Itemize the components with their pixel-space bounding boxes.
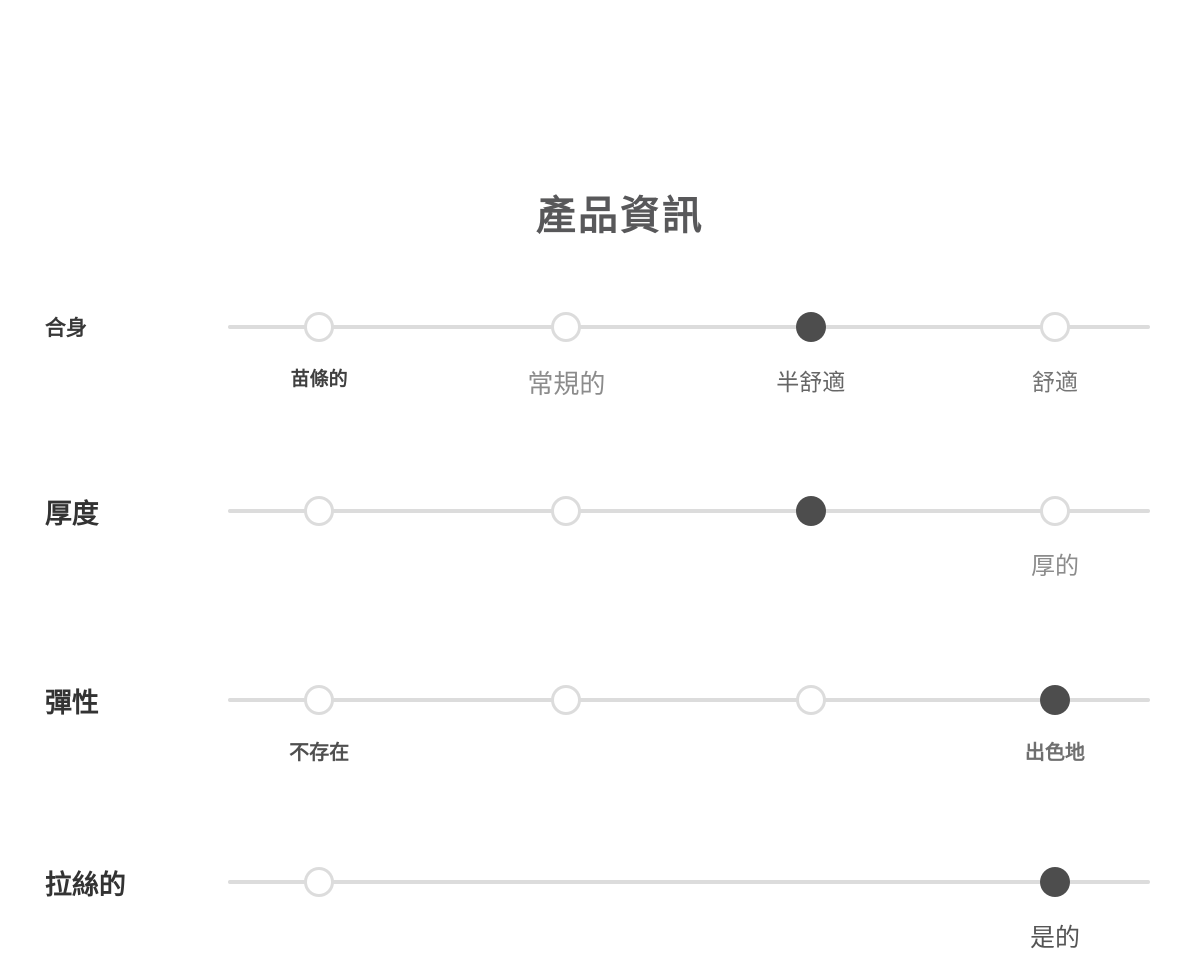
scale-value-label: 是的 [1030, 924, 1081, 952]
page-title: 產品資訊 [536, 194, 704, 238]
scale-value-label: 厚的 [1031, 553, 1080, 580]
scale-track [228, 325, 1150, 329]
scale-stop-selected [795, 496, 826, 526]
scale-stop-selected [1040, 685, 1071, 715]
attribute-label-fit: 合身 [45, 317, 87, 340]
scale-value-label: 半舒適 [776, 369, 846, 395]
scale-stop [304, 867, 335, 897]
scale-stop [304, 312, 335, 342]
scale-track [228, 509, 1150, 513]
scale-value-label: 常規的 [527, 369, 606, 399]
scale-stop-selected [795, 312, 826, 342]
attribute-label-thickness: 厚度 [45, 498, 99, 529]
scale-value-label: 苗條的 [290, 369, 348, 390]
scale-stop [304, 496, 335, 526]
attribute-row-elasticity: 彈性不存在 出色地 [0, 685, 1200, 785]
scale-stop [304, 685, 335, 715]
scale-stop [1040, 312, 1071, 342]
attribute-label-elasticity: 彈性 [45, 687, 99, 718]
scale-value-label: 不存在 [289, 742, 350, 764]
attribute-row-brushed: 拉絲的是的 [0, 867, 1200, 958]
attribute-label-brushed: 拉絲的 [45, 869, 126, 900]
scale-track [228, 698, 1150, 702]
scale-stop [551, 685, 582, 715]
scale-stop [551, 496, 582, 526]
scale-value-label: 舒適 [1032, 369, 1079, 395]
scale-stop-selected [1040, 867, 1071, 897]
scale-track [228, 880, 1150, 884]
scale-stop [795, 685, 826, 715]
scale-value-label: 出色地 [1025, 742, 1086, 764]
scale-stop [551, 312, 582, 342]
attribute-row-fit: 合身苗條的 常規的 半舒適 舒適 [0, 312, 1200, 412]
attribute-row-thickness: 厚度厚的 [0, 496, 1200, 596]
scale-stop [1040, 496, 1071, 526]
